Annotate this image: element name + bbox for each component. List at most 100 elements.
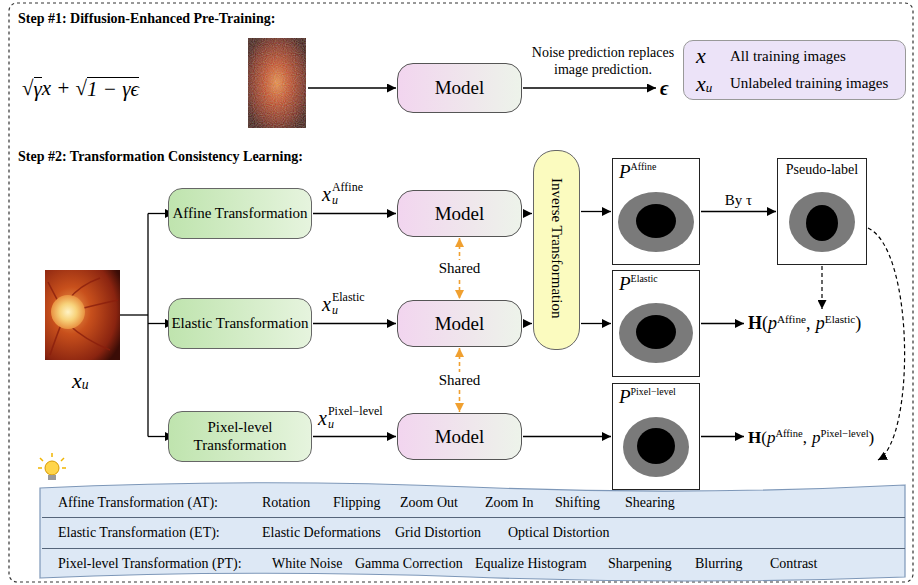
- text-cell: Pseudo-label: [778, 162, 866, 178]
- loss-formula-part: Elastic: [825, 314, 855, 325]
- transform-box: Affine Transformation: [168, 188, 312, 239]
- prediction-box: PElastic: [612, 270, 700, 377]
- model-box: Model: [397, 300, 522, 347]
- note-text-part: Noise prediction replaces image predicti…: [532, 45, 674, 77]
- list-item: Optical Distortion: [508, 525, 610, 541]
- fundus-background: [45, 270, 120, 360]
- noise-overlay: [248, 38, 306, 128]
- edge-label: Shared: [437, 372, 483, 389]
- disc-mask: [623, 417, 689, 477]
- node-content: Affine Transformation: [172, 205, 307, 222]
- image-symbol-part: u: [82, 378, 89, 392]
- node-text: x: [696, 44, 706, 68]
- node-text: Affine: [631, 162, 657, 172]
- subscript: u: [332, 194, 363, 207]
- subscript: u: [328, 418, 383, 431]
- superscript: Affine: [332, 181, 363, 194]
- disc-mask: [789, 192, 855, 252]
- node-text: Model: [435, 77, 485, 98]
- node-text: Affine Transformation: [172, 205, 307, 221]
- loss-arrow: [701, 436, 744, 437]
- node-content: PElastic: [619, 274, 658, 293]
- list-item: Blurring: [695, 556, 742, 572]
- node-content: Model: [435, 77, 485, 99]
- formula-part: γ: [34, 77, 42, 100]
- list-item: Grid Distortion: [395, 525, 481, 541]
- node-text: Model: [435, 203, 485, 224]
- branch-stem: [120, 314, 148, 315]
- vessels: [48, 278, 118, 355]
- text-cell: Unlabeled training images: [730, 75, 888, 92]
- node-text: Pixel−level: [631, 387, 676, 397]
- transform-box: Elastic Transformation: [168, 298, 312, 349]
- formula-part: +: [57, 78, 69, 99]
- text-cell: Model: [435, 77, 485, 99]
- loss-formula-part: p: [767, 429, 776, 446]
- model-box: Model: [397, 63, 522, 113]
- node-text: Elastic Transformation: [171, 315, 308, 331]
- list-item: Gamma Correction: [355, 556, 463, 572]
- text-cell: Model: [435, 313, 485, 335]
- note-text: Noise prediction replaces image predicti…: [528, 45, 678, 79]
- node-text: P: [619, 162, 631, 181]
- loss-formula-part: ,: [803, 429, 807, 446]
- list-item: Elastic Deformations: [262, 525, 381, 541]
- list-item: White Noise: [272, 556, 342, 572]
- formula: √γx+√1 − γϵ: [22, 77, 139, 100]
- loss-formula-part: ): [869, 429, 875, 446]
- transform-box: Pixel-level Transformation: [168, 411, 312, 462]
- list-item: Zoom In: [485, 495, 534, 511]
- scroll-panel: [40, 483, 905, 581]
- outer-frame: [9, 3, 913, 582]
- node-text: u: [706, 81, 713, 95]
- text-cell: Elastic Transformation: [171, 315, 308, 332]
- pseudo-label-box: Pseudo-label: [777, 158, 867, 265]
- image-symbol-part: x: [72, 370, 82, 392]
- disc-mask: [619, 303, 693, 363]
- notation-box: xAll training imagesxuUnlabeled training…: [683, 40, 906, 100]
- loss-formula: H(pAffine,pPixel−level): [748, 429, 874, 446]
- list-item: Flipping: [333, 495, 380, 511]
- input-arrow: [308, 87, 396, 88]
- node-content: Pixel-level Transformation: [169, 419, 311, 454]
- text-cell: Pixel-level Transformation: [169, 419, 311, 454]
- output-arrow: [523, 87, 656, 88]
- node-content: Affine Transformation (AT):RotationFlipp…: [42, 489, 905, 517]
- text-cell: x: [696, 44, 730, 68]
- node-text: P: [619, 274, 631, 293]
- loss-formula-part: p: [812, 429, 821, 446]
- lightbulb-icon: [38, 453, 66, 480]
- node-text: Pixel-level Transformation: [194, 419, 287, 452]
- bulb-base: [48, 475, 56, 480]
- loss-formula-part: H: [748, 429, 761, 446]
- input-symbol: xAffineu: [322, 181, 363, 206]
- node-text: x: [696, 72, 706, 96]
- node-text: Model: [435, 426, 485, 447]
- branch-trunk: [147, 214, 148, 437]
- list-item: Rotation: [262, 495, 310, 511]
- text-cell: Inverse Transformation: [548, 178, 565, 322]
- input-symbol-part: x: [322, 294, 331, 314]
- script-stack: Affineu: [332, 181, 363, 206]
- branch-lines: [120, 214, 174, 437]
- list-item: Equalize Histogram: [475, 556, 587, 572]
- text-cell: Model: [435, 426, 485, 448]
- text-cell: xu: [696, 72, 730, 96]
- cup-mask: [636, 204, 676, 238]
- list-item: Shifting: [555, 495, 600, 511]
- model-box: Model: [397, 190, 522, 237]
- input-symbol-part: x: [322, 184, 331, 204]
- loss-formula-part: ): [855, 314, 861, 332]
- transform-list-row: Affine Transformation (AT):RotationFlipp…: [42, 489, 905, 517]
- prediction-box: PPixel−level: [612, 383, 700, 490]
- node-text: P: [619, 387, 631, 406]
- loss-formula-part: p: [816, 314, 825, 332]
- edge-label: Shared: [437, 260, 483, 277]
- pseudo-label-arrow: [821, 266, 822, 309]
- list-item: Shearing: [625, 495, 675, 511]
- list-item: Sharpening: [608, 556, 672, 572]
- node-content: PAffine: [619, 162, 656, 181]
- flow-arrow: [313, 323, 396, 324]
- formula-part: √: [22, 78, 34, 99]
